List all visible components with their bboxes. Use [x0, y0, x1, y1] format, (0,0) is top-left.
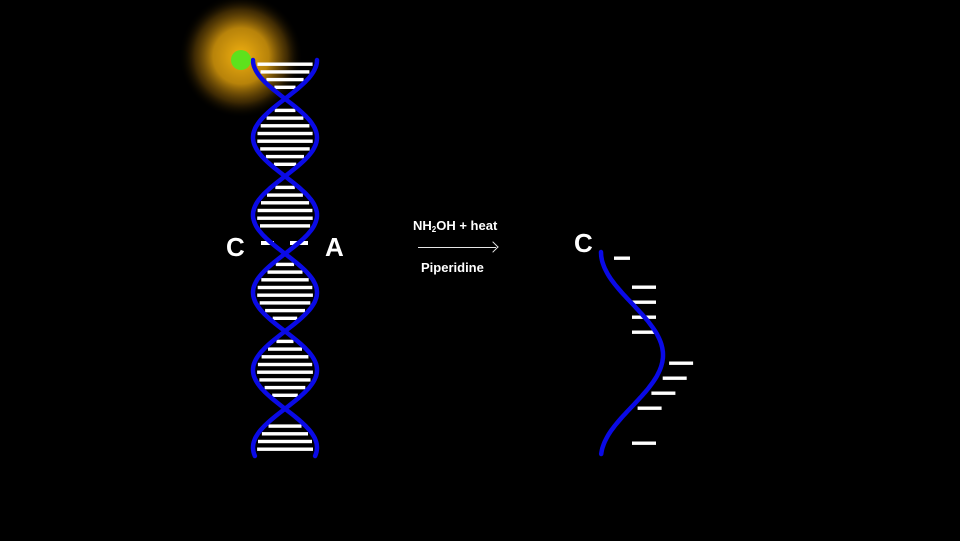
base-pair-7 [257, 131, 313, 136]
helix-strand-2 [250, 57, 320, 459]
base-pair-36 [258, 439, 312, 444]
base-pair-37 [257, 447, 313, 451]
base-pair-31 [259, 378, 311, 382]
base-pair-22 [257, 293, 313, 297]
base-pair-27 [268, 347, 302, 351]
base-pair-21 [257, 285, 313, 290]
reaction-arrow-icon [418, 247, 496, 248]
right-base-label: A [325, 232, 344, 262]
base-pair-1 [260, 70, 310, 74]
base-pair-12 [275, 185, 295, 190]
base-pair-4 [274, 108, 296, 113]
base-pair-18 [275, 262, 295, 267]
fluorescent-label-icon [231, 50, 251, 70]
product-base-0 [614, 256, 630, 260]
cleaved-single-strand [598, 249, 666, 457]
base-pair-5 [266, 116, 304, 120]
helix-strand-1 [250, 57, 320, 459]
helix-base-pairs [257, 62, 313, 451]
base-pair-10 [265, 154, 304, 159]
product-base-7 [651, 391, 676, 395]
product-base-4 [632, 330, 656, 334]
base-pair-35 [261, 432, 308, 436]
product-base-label: C [574, 228, 593, 258]
base-pair-34 [268, 424, 302, 428]
product-base-2 [632, 300, 656, 304]
base-pair-23 [259, 301, 311, 305]
product-base-1 [632, 285, 656, 289]
base-pair-0 [257, 62, 313, 66]
mismatch-base-left [261, 241, 274, 245]
base-pair-20 [261, 278, 309, 282]
reagent-suffix: OH + heat [436, 218, 498, 233]
base-pair-11 [273, 162, 297, 166]
product-bases [614, 256, 694, 445]
reagent-prefix: NH [413, 218, 432, 233]
base-pair-3 [274, 85, 296, 89]
base-pair-2 [266, 77, 304, 82]
left-base-label: C [226, 232, 245, 262]
base-pair-28 [261, 355, 309, 359]
base-pair-26 [276, 339, 294, 344]
product-base-5 [669, 361, 694, 365]
reagent-subscript: 2 [431, 225, 437, 234]
base-pair-15 [257, 208, 313, 213]
base-pair-14 [261, 201, 310, 205]
base-pair-25 [272, 316, 298, 320]
base-pair-13 [267, 193, 303, 197]
second-reagent-label: Piperidine [421, 260, 484, 275]
base-pair-16 [257, 216, 313, 220]
base-pair-9 [260, 147, 310, 151]
base-pair-30 [257, 370, 313, 374]
base-pair-17 [260, 224, 311, 228]
base-pair-24 [265, 308, 305, 313]
product-base-9 [632, 441, 656, 445]
base-pair-6 [260, 124, 310, 128]
product-base-6 [662, 376, 687, 380]
base-pair-29 [257, 362, 313, 367]
base-pair-32 [264, 385, 306, 390]
base-pair-8 [257, 139, 313, 143]
base-pair-33 [272, 393, 298, 397]
base-pair-19 [267, 270, 303, 274]
product-base-8 [637, 406, 662, 410]
